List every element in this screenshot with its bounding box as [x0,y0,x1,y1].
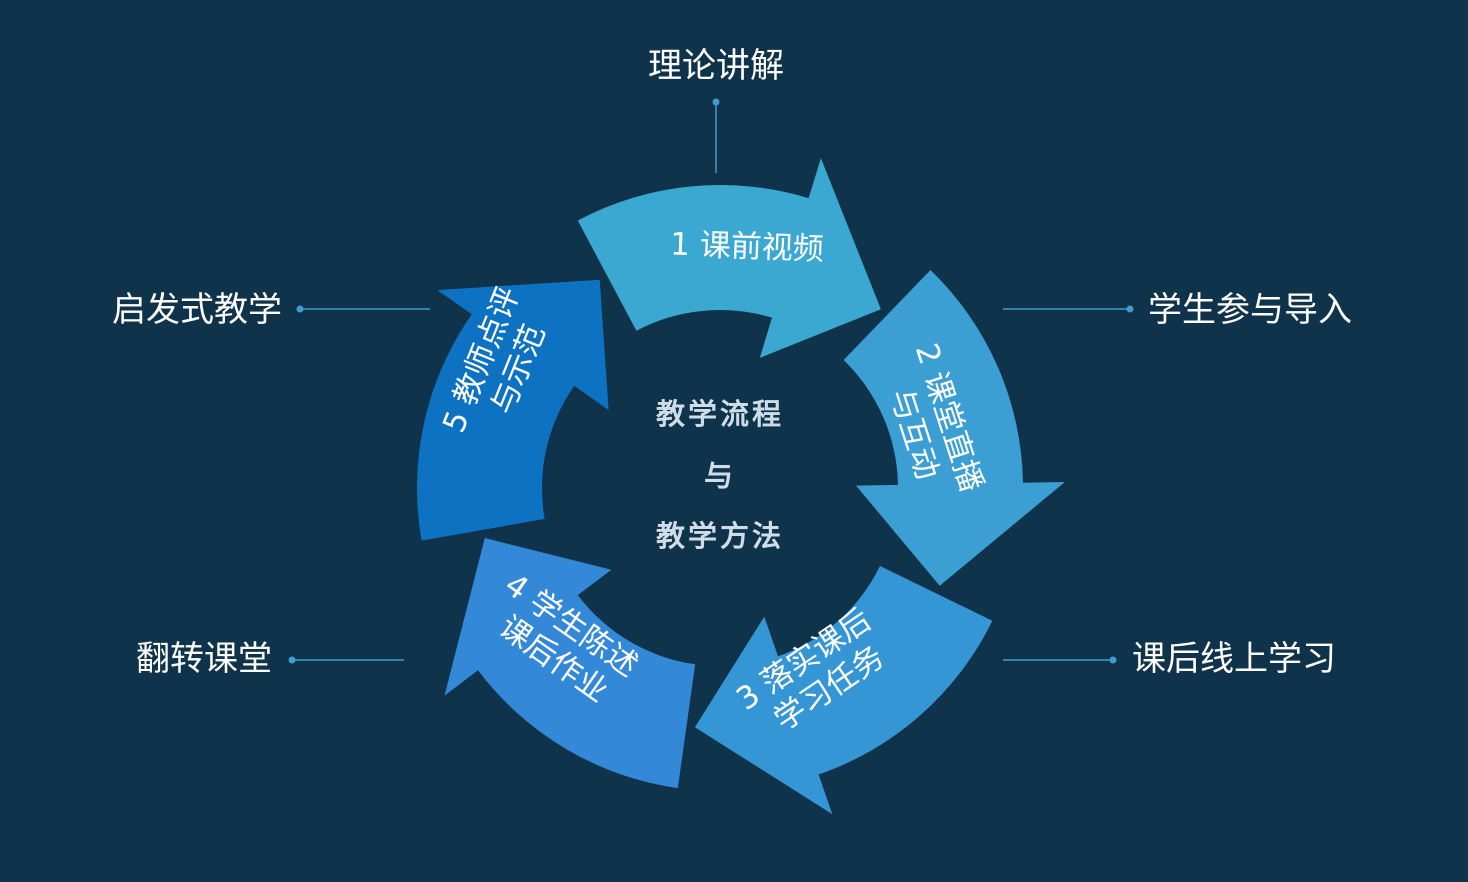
arrow-segment-2 [843,270,1065,586]
arrow-segment-4 [444,538,696,789]
outer-label-lower-left: 翻转课堂 [136,639,272,679]
leader-lower-right [1003,656,1117,664]
segment-label-1: 1 课前视频 [670,226,825,267]
arrow-segment-1 [577,158,881,358]
leader-upper-right [1003,305,1134,313]
outer-label-upper-right: 学生参与导入 [1148,290,1352,330]
leader-lower-left [288,656,404,664]
leader-top [712,98,720,173]
outer-label-top: 理论讲解 [648,46,784,86]
outer-label-lower-right: 课后线上学习 [1132,639,1336,679]
center-title-line-1: 教学流程 [656,397,784,431]
arrow-segment-3 [694,566,993,815]
leader-upper-left [296,305,430,313]
center-title-line-3: 教学方法 [656,519,784,553]
outer-label-upper-left: 启发式教学 [112,290,282,330]
arrow-segment-5 [416,279,609,541]
cycle-arrows [416,158,1065,815]
center-title-line-2: 与 [704,459,736,493]
